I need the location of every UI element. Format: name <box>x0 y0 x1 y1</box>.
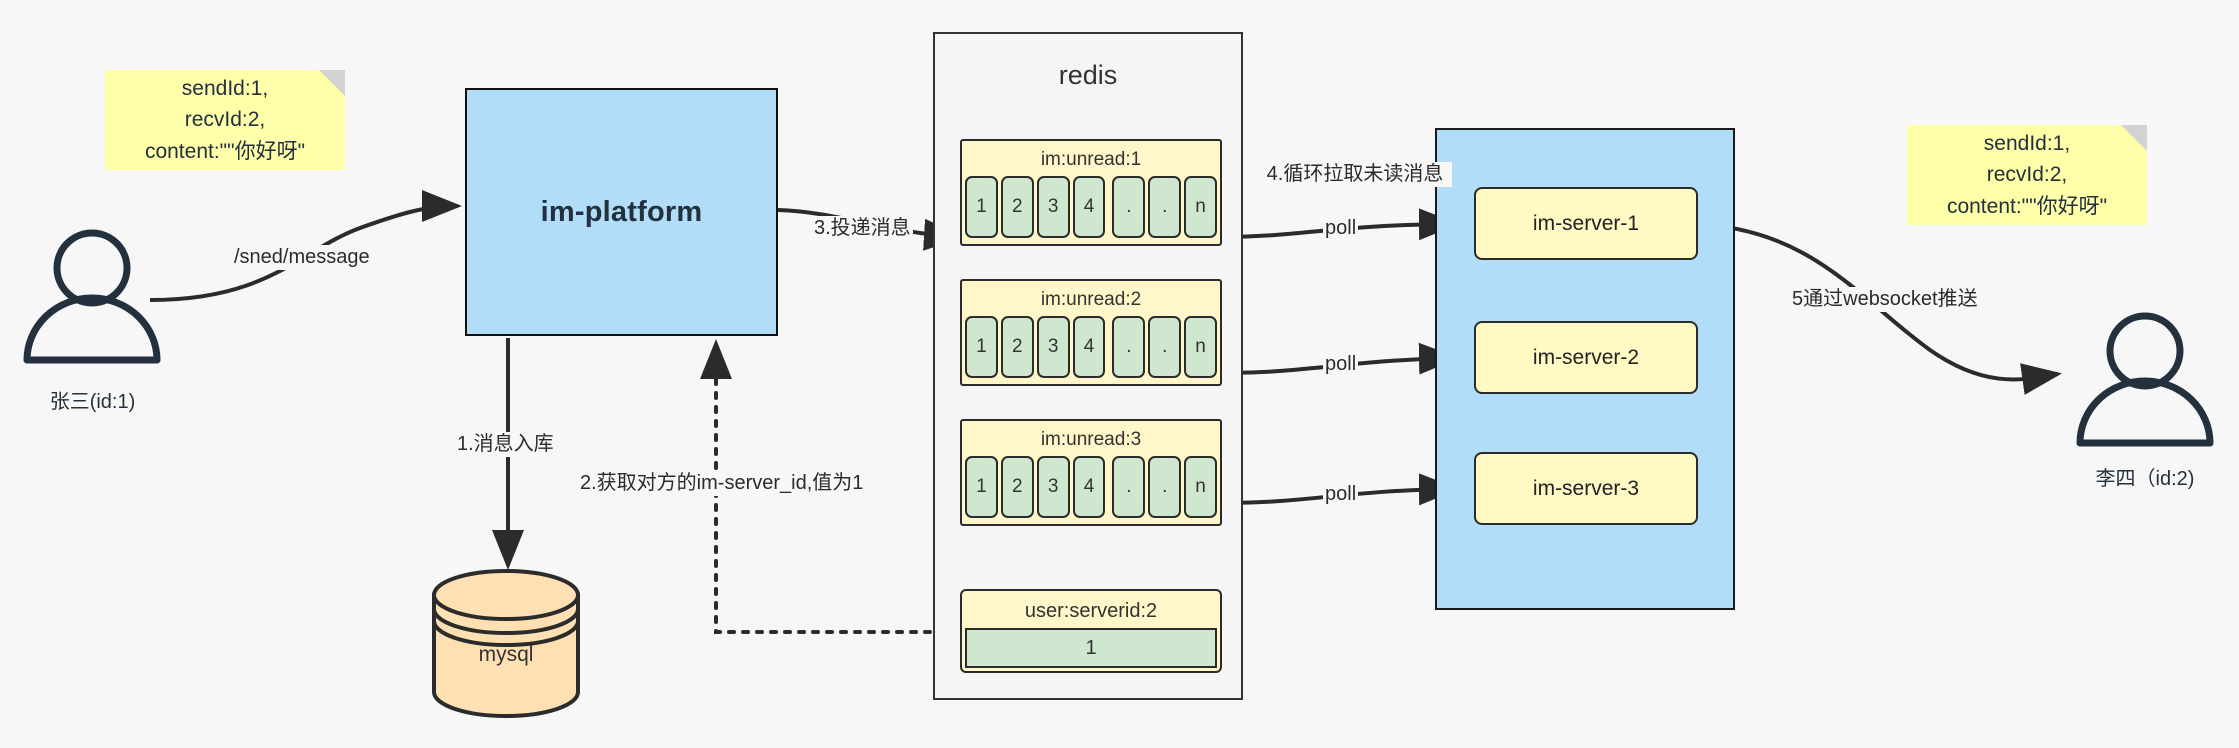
edge-send-message <box>149 190 462 302</box>
receiver-actor-icon <box>2076 312 2214 447</box>
mysql-cylinder <box>432 569 580 718</box>
queue-cell: . <box>1112 176 1146 238</box>
edge-label-step5: 5通过websocket推送 <box>1790 287 1980 312</box>
edge-label-step4: 4.循环拉取未读消息 <box>1258 162 1452 187</box>
note-right-message-payload: sendId:1, recvId:2, content:""你好呀" <box>1907 125 2147 225</box>
redis-queue-im-unread-1[interactable]: im:unread:1 1 2 3 4 . . n <box>960 139 1222 246</box>
queue-cell: 3 <box>1036 456 1070 518</box>
sender-actor-icon <box>23 229 161 364</box>
im-platform-node[interactable]: im-platform <box>465 88 778 336</box>
queue-key-label: im:unread:1 <box>1040 149 1142 170</box>
receiver-actor-label: 李四（id:2) <box>2095 468 2195 490</box>
note-left-line-1: sendId:1, <box>181 76 269 100</box>
queue-cells: 1 2 3 4 . . n <box>965 176 1218 238</box>
note-fold-icon <box>2121 125 2147 151</box>
edge-poll-1 <box>1221 208 1459 241</box>
note-fold-icon <box>319 70 345 96</box>
im-server-3-node[interactable]: im-server-3 <box>1474 452 1698 525</box>
edge-label-poll-2: poll <box>1323 352 1359 377</box>
queue-cell: 2 <box>1000 456 1034 518</box>
queue-cell: . <box>1148 176 1182 238</box>
note-right-line-1: sendId:1, <box>1983 131 2071 155</box>
queue-cell: . <box>1148 456 1182 518</box>
edge-step5-websocket <box>1689 222 2062 395</box>
queue-cell: 4 <box>1072 316 1106 378</box>
queue-cell: 1 <box>965 176 998 238</box>
note-left-message-payload: sendId:1, recvId:2, content:""你好呀" <box>105 70 345 170</box>
queue-cell: 3 <box>1036 176 1070 238</box>
queue-cell: n <box>1184 176 1218 238</box>
edge-label-step2: 2.获取对方的im-server_id,值为1 <box>578 471 866 496</box>
redis-queue-im-unread-2[interactable]: im:unread:2 1 2 3 4 . . n <box>960 279 1222 386</box>
kv-value-label: 1 <box>965 628 1217 668</box>
redis-queue-im-unread-3[interactable]: im:unread:3 1 2 3 4 . . n <box>960 419 1222 526</box>
redis-title: redis <box>1058 60 1118 90</box>
note-right-line-3: content:""你好呀" <box>1946 194 2108 218</box>
queue-cell: 4 <box>1072 176 1106 238</box>
queue-key-label: im:unread:2 <box>1040 289 1142 310</box>
queue-cell: 2 <box>1000 316 1034 378</box>
redis-kv-user-serverid[interactable]: user:serverid:2 1 <box>960 589 1222 673</box>
queue-cell: 1 <box>965 456 998 518</box>
queue-cell: . <box>1112 456 1146 518</box>
queue-cell: 2 <box>1000 176 1034 238</box>
kv-key-label: user:serverid:2 <box>1024 599 1158 622</box>
queue-key-label: im:unread:3 <box>1040 429 1142 450</box>
edge-label-send-message: /sned/message <box>232 245 372 270</box>
queue-cell: . <box>1148 316 1182 378</box>
queue-cells: 1 2 3 4 . . n <box>965 316 1218 378</box>
queue-cell: n <box>1184 456 1218 518</box>
im-server-2-node[interactable]: im-server-2 <box>1474 321 1698 394</box>
sender-actor-label: 张三(id:1) <box>49 391 136 413</box>
queue-cell: . <box>1112 316 1146 378</box>
queue-cell: 1 <box>965 316 998 378</box>
queue-cell: n <box>1184 316 1218 378</box>
edge-label-step1: 1.消息入库 <box>455 432 556 457</box>
mysql-label: mysql <box>478 643 534 666</box>
edge-label-poll-3: poll <box>1323 482 1359 507</box>
edge-step2-serverid <box>700 339 960 634</box>
note-left-line-2: recvId:2, <box>184 108 266 132</box>
queue-cell: 3 <box>1036 316 1070 378</box>
queue-cell: 4 <box>1072 456 1106 518</box>
edge-label-poll-1: poll <box>1323 216 1359 241</box>
note-right-line-2: recvId:2, <box>1986 163 2068 187</box>
queue-cells: 1 2 3 4 . . n <box>965 456 1218 518</box>
edge-label-step3: 3.投递消息 <box>812 216 913 241</box>
im-server-1-node[interactable]: im-server-1 <box>1474 187 1698 260</box>
note-left-line-3: content:""你好呀" <box>144 139 306 163</box>
